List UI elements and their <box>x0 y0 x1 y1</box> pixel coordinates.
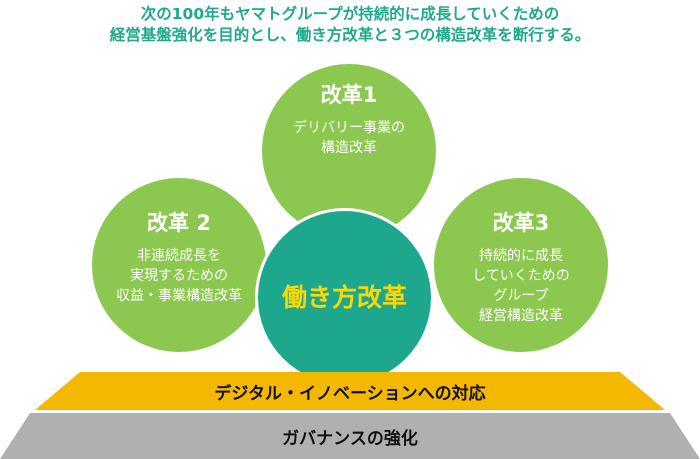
reform-3-desc-line: 持続的に成長 <box>479 248 563 264</box>
reform-2-desc-line: 収益・事業構造改革 <box>116 288 242 304</box>
governance-band-trapezoid <box>0 413 700 459</box>
reform-2-title: 改革 2 <box>147 211 211 235</box>
work-style-reform-title: 働き方改革 <box>281 282 407 312</box>
reform-3-circle: 改革3 持続的に成長 していくための グループ 経営構造改革 <box>434 178 608 352</box>
governance-band-shape <box>0 413 700 459</box>
governance-band: ガバナンスの強化 <box>0 413 700 459</box>
digital-innovation-label: デジタル・イノベーションへの対応 <box>214 383 486 404</box>
reform-1-desc-line: 構造改革 <box>321 140 377 156</box>
digital-band-shape <box>35 372 665 410</box>
digital-innovation-band: デジタル・イノベーションへの対応 <box>0 372 700 410</box>
reform-3-desc-line: していくための <box>472 268 570 284</box>
header-text: 次の100年もヤマトグループが持続的に成長していくための 経営基盤強化を目的とし… <box>0 4 700 46</box>
reform-3-desc-line: 経営構造改革 <box>479 308 563 324</box>
reform-3-desc-line: グループ <box>493 288 549 304</box>
reform-3-title: 改革3 <box>492 211 550 235</box>
header-line-1: 次の100年もヤマトグループが持続的に成長していくための <box>140 5 560 23</box>
reform-1-description: デリバリー事業の 構造改革 <box>293 118 405 158</box>
digital-band-trapezoid <box>35 372 665 410</box>
header-line-2: 経営基盤強化を目的とし、働き方改革と３つの構造改革を断行する。 <box>109 26 591 44</box>
reform-3-description: 持続的に成長 していくための グループ 経営構造改革 <box>472 246 570 326</box>
reform-2-desc-line: 非連続成長を <box>137 248 221 264</box>
reform-1-title: 改革1 <box>320 83 378 107</box>
governance-label: ガバナンスの強化 <box>282 428 418 449</box>
reform-1-circle: 改革1 デリバリー事業の 構造改革 <box>262 64 436 238</box>
work-style-reform-circle: 働き方改革 <box>258 211 431 384</box>
reform-2-description: 非連続成長を 実現するための 収益・事業構造改革 <box>116 246 242 306</box>
reform-2-circle: 改革 2 非連続成長を 実現するための 収益・事業構造改革 <box>92 178 266 352</box>
reform-2-desc-line: 実現するための <box>130 268 228 284</box>
reform-1-desc-line: デリバリー事業の <box>293 120 405 136</box>
